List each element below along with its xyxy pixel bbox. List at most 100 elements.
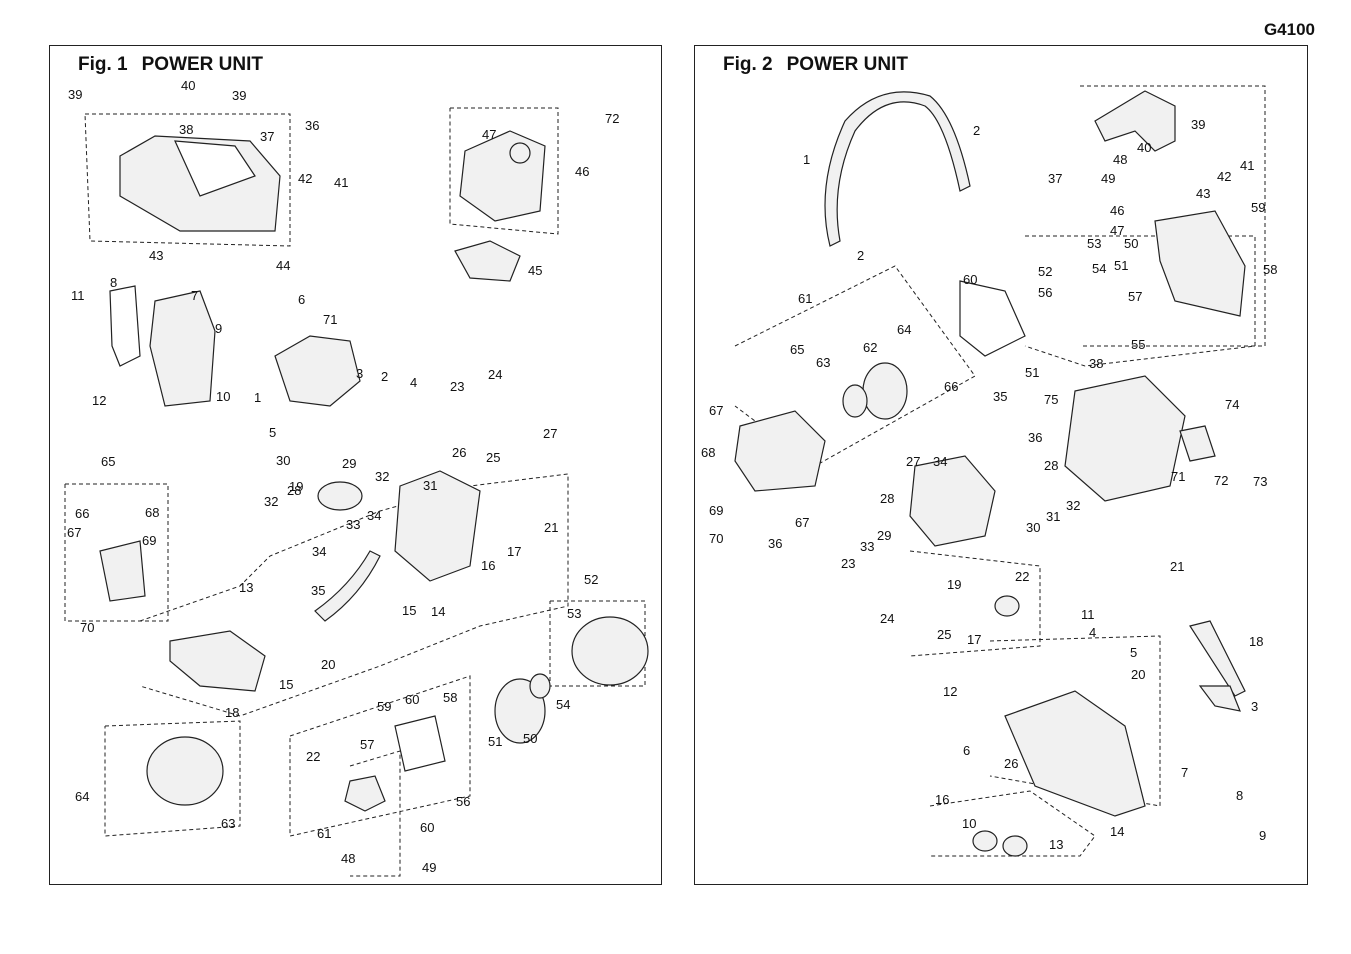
fig2-callout: 52	[1038, 264, 1053, 279]
fig1-crankshaft	[314, 550, 381, 622]
fig2-callout: 24	[880, 611, 895, 626]
fig2-callout: 6	[963, 743, 971, 758]
fig2-callout: 51	[1114, 258, 1129, 273]
fig2-callout: 9	[1259, 828, 1267, 843]
fig2-callout: 4	[1089, 625, 1097, 640]
fig1-callout: 38	[179, 122, 194, 137]
fig1-callout: 60	[420, 820, 435, 835]
fig1-callout: 32	[264, 494, 279, 509]
fig1-callout: 7	[191, 288, 199, 303]
fig1-piston	[317, 481, 363, 511]
fig2-starter-pulley	[862, 362, 908, 420]
fig1-callout: 39	[232, 88, 247, 103]
fig2-callout: 49	[1101, 171, 1116, 186]
figure-1-heading: POWER UNIT	[141, 54, 264, 75]
fig1-oil-pump-case	[169, 630, 266, 692]
fig1-callout: 63	[221, 816, 236, 831]
fig2-chassis	[909, 455, 996, 547]
fig2-callout: 48	[1113, 152, 1128, 167]
fig2-callout: 67	[795, 515, 810, 530]
fig2-fuel-cap	[972, 830, 998, 852]
fig1-callout: 4	[410, 375, 418, 390]
fig2-engine	[1064, 375, 1186, 502]
fig1-air-filter	[174, 140, 256, 197]
fig1-callout: 32	[375, 469, 390, 484]
fig1-oil-pump	[344, 775, 386, 812]
fig1-callout: 66	[75, 506, 90, 521]
fig1-callout: 68	[145, 505, 160, 520]
fig1-callout: 15	[279, 677, 294, 692]
fig1-callout: 71	[323, 312, 338, 327]
fig2-callout: 13	[1049, 837, 1064, 852]
fig2-callout: 63	[816, 355, 831, 370]
fig1-muffler	[149, 290, 216, 407]
fig2-callout: 61	[798, 291, 813, 306]
fig2-fuel-filter-cap	[994, 595, 1020, 617]
figure-1-exploded-view	[64, 107, 649, 877]
fig2-callout: 8	[1236, 788, 1244, 803]
fig1-group-outlines	[64, 107, 646, 877]
fig1-callout: 8	[110, 275, 118, 290]
fig1-tank-cap	[509, 142, 531, 164]
fig2-callout: 10	[962, 816, 977, 831]
fig1-callout: 41	[334, 175, 349, 190]
fig2-front-handle	[824, 91, 971, 247]
fig2-callout: 60	[963, 272, 978, 287]
fig1-callout: 9	[215, 321, 223, 336]
fig2-callout: 23	[841, 556, 856, 571]
fig1-callout: 48	[341, 851, 356, 866]
fig2-callout: 55	[1131, 337, 1146, 352]
fig2-callout: 19	[947, 577, 962, 592]
fig1-callout: 15	[402, 603, 417, 618]
fig2-callout: 72	[1214, 473, 1229, 488]
fig2-callout: 20	[1131, 667, 1146, 682]
fig1-callout: 28	[287, 483, 302, 498]
fig2-callout: 26	[1004, 756, 1019, 771]
fig1-callout: 1	[254, 390, 262, 405]
fig2-callout: 70	[709, 531, 724, 546]
fig1-callout: 61	[317, 826, 332, 841]
fig2-callout: 40	[1137, 140, 1152, 155]
fig1-parts	[99, 130, 649, 812]
fig1-callout: 44	[276, 258, 291, 273]
fig2-chain-brake-lever	[1094, 90, 1176, 152]
fig2-brake-cover	[1154, 210, 1246, 317]
fig2-callout: 22	[1015, 569, 1030, 584]
fig1-callout: 26	[452, 445, 467, 460]
document-code: G4100	[1263, 20, 1315, 39]
fig1-clutch-drum	[571, 616, 649, 686]
fig1-callout: 16	[481, 558, 496, 573]
fig2-callout: 68	[701, 445, 716, 460]
fig1-callout: 3	[356, 366, 364, 381]
fig1-callout: 49	[422, 860, 437, 875]
fig2-callout: 1	[803, 152, 811, 167]
fig1-callout: 20	[321, 657, 336, 672]
fig2-group-outlines	[734, 85, 1266, 857]
fig2-throttle-lever	[1189, 620, 1246, 697]
fig1-callout: 39	[68, 87, 83, 102]
fig2-oil-cap	[1002, 835, 1028, 857]
fig1-ignition-coil	[99, 540, 146, 602]
fig1-callout: 53	[567, 606, 582, 621]
fig1-callout: 54	[556, 697, 571, 712]
fig2-callout: 5	[1130, 645, 1138, 660]
fig1-callout: 57	[360, 737, 375, 752]
fig1-callout: 51	[488, 734, 503, 749]
fig1-callout: 5	[269, 425, 277, 440]
fig1-callout: 34	[312, 544, 327, 559]
fig2-callout: 47	[1110, 223, 1125, 238]
figure-2-heading: POWER UNIT	[786, 54, 909, 75]
figure-1-label: Fig. 1	[78, 54, 128, 75]
fig2-callout: 73	[1253, 474, 1268, 489]
fig1-callout: 59	[377, 699, 392, 714]
fig1-callout: 33	[346, 517, 361, 532]
fig1-callout: 30	[276, 453, 291, 468]
fig1-sprocket	[494, 678, 546, 744]
fig1-muffler-plate	[109, 285, 141, 367]
fig1-callout: 11	[71, 288, 85, 303]
fig1-callout: 65	[101, 454, 116, 469]
fig2-callout: 31	[1046, 509, 1061, 524]
figure-1-panel: Fig. 1 POWER UNIT	[49, 45, 662, 885]
fig1-callout: 70	[80, 620, 95, 635]
